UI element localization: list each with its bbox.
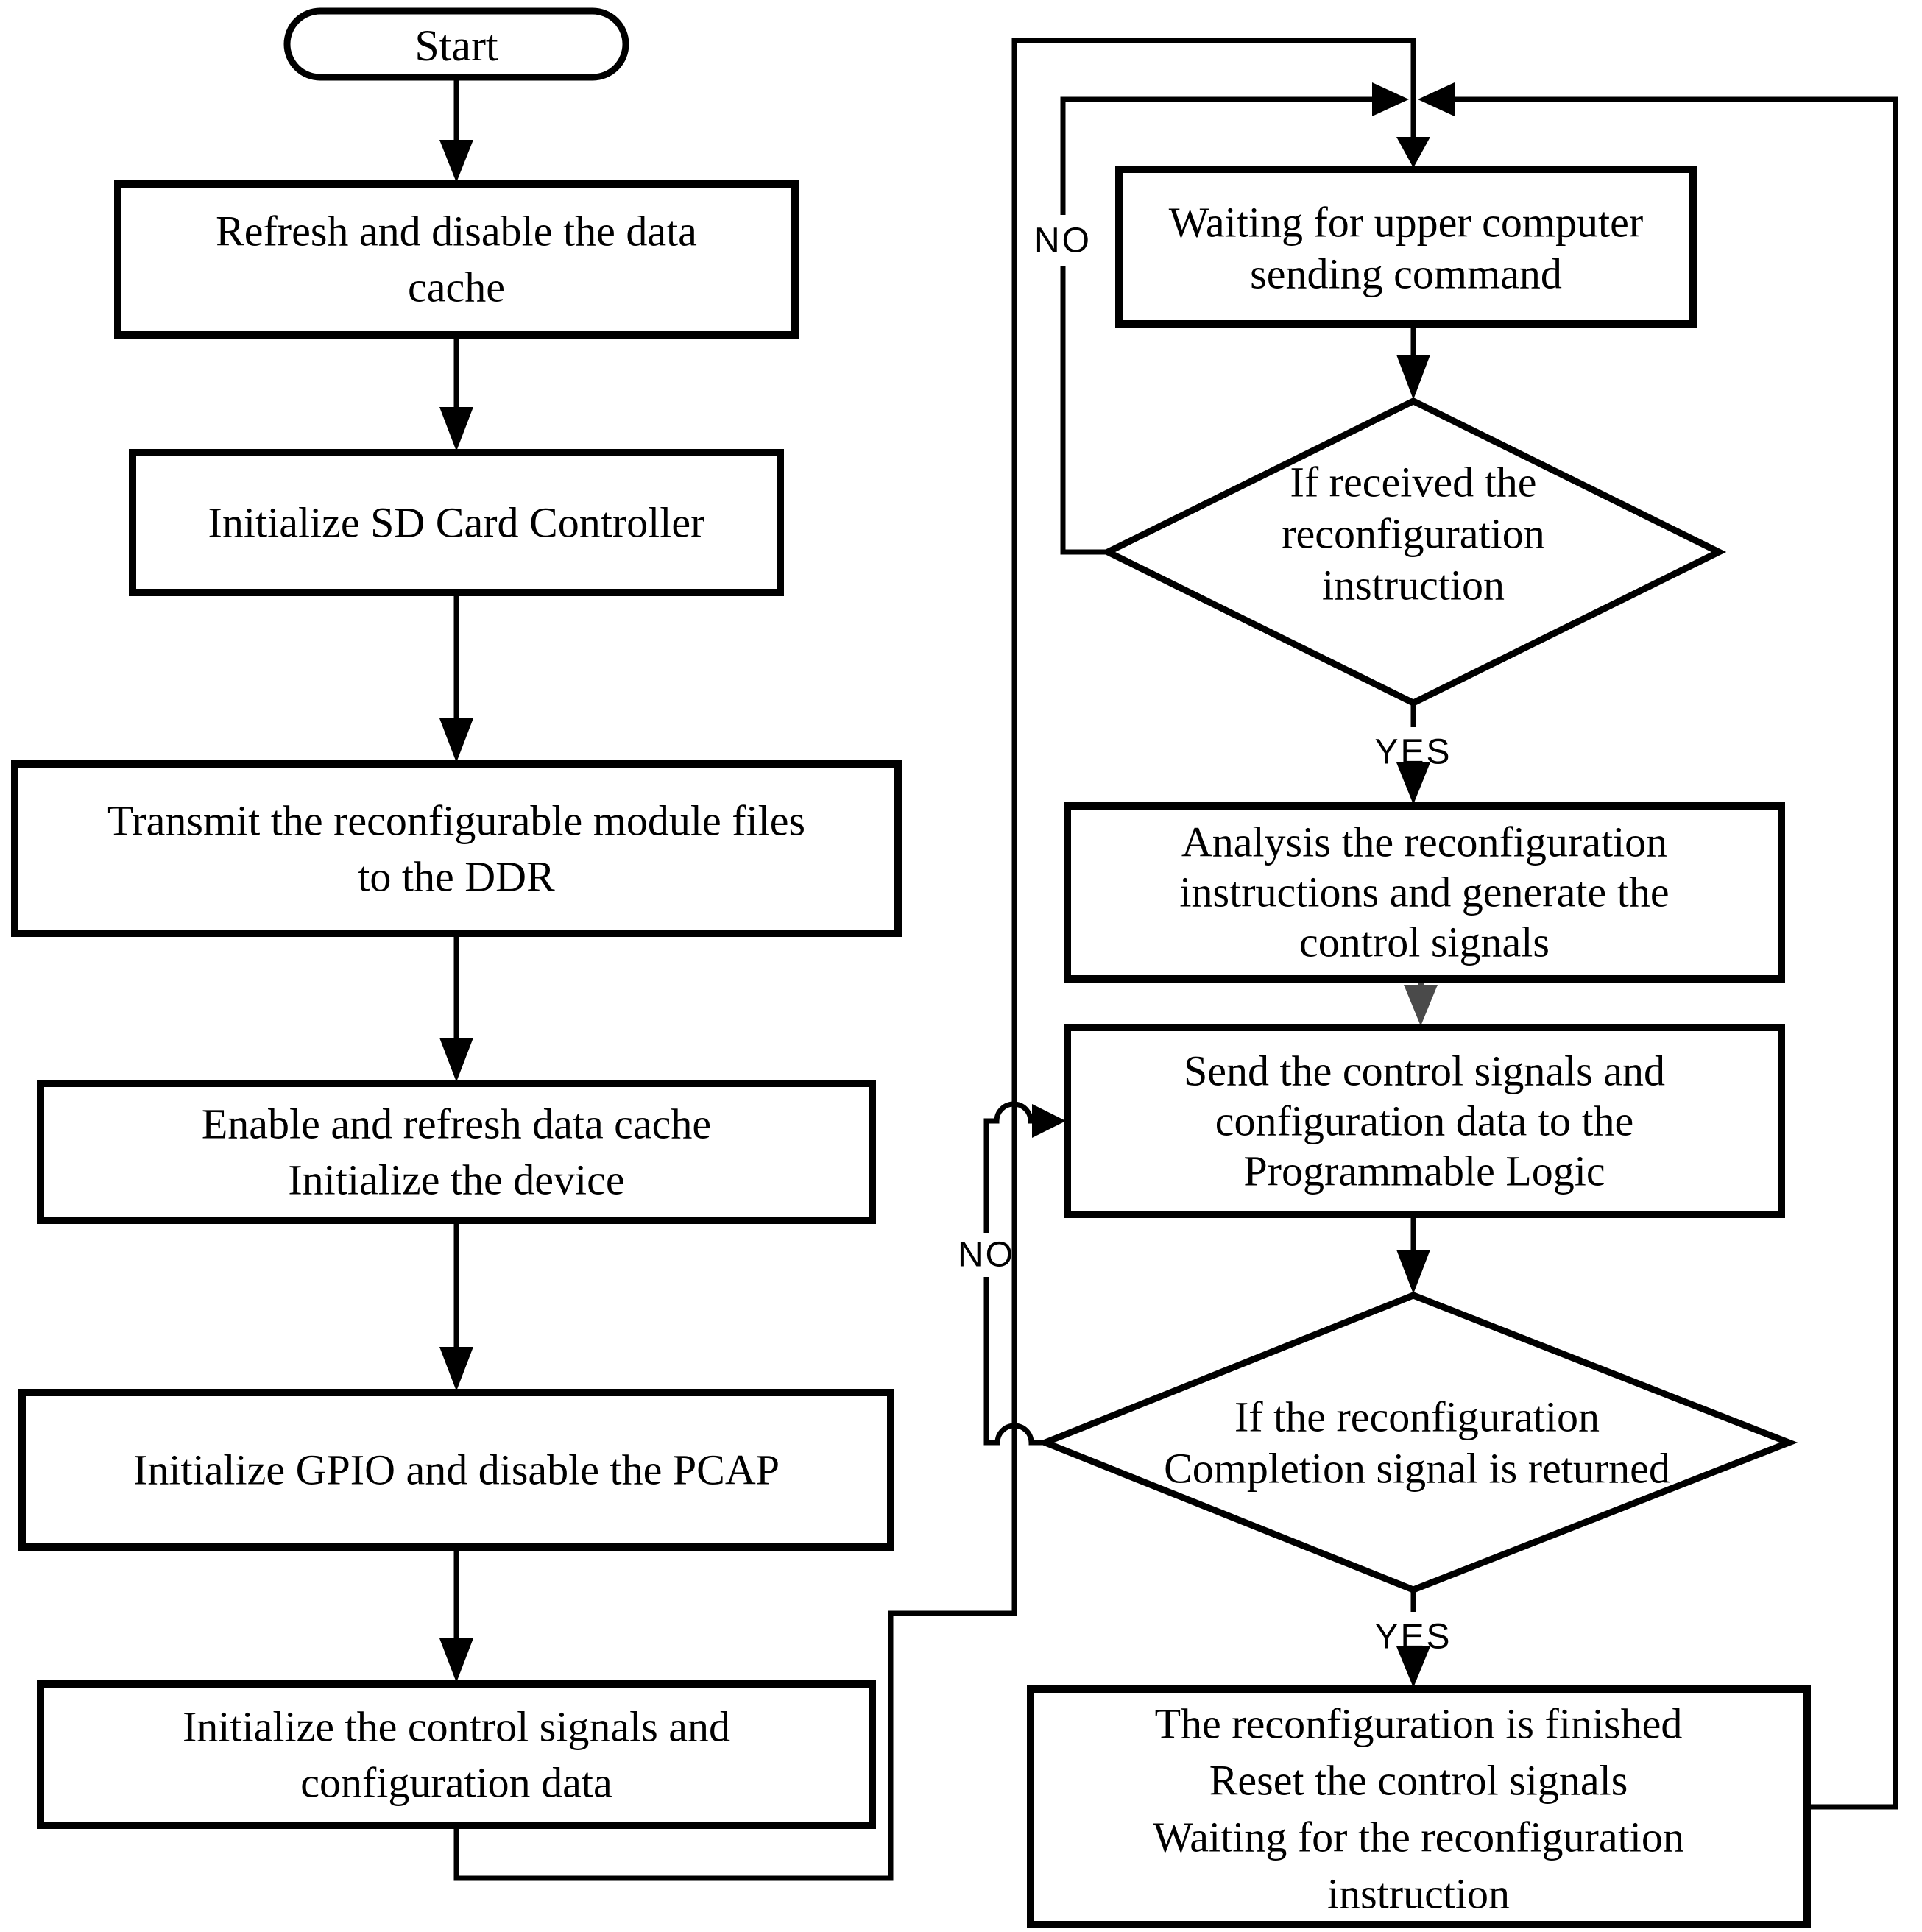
- node-label: Initialize the device: [288, 1156, 624, 1204]
- arrow-down-icon: [439, 140, 473, 183]
- node-label: sending command: [1250, 250, 1562, 298]
- edge-gpio-to-initsignals: [439, 1547, 473, 1682]
- no-label: NO: [958, 1236, 1015, 1275]
- node-label: Waiting for upper computer: [1169, 199, 1643, 247]
- arrow-left-icon: [1418, 82, 1455, 116]
- arrow-right-icon: [1372, 82, 1409, 116]
- edge-line: [1060, 266, 1108, 555]
- edge-no-loop-completion: NO: [958, 1101, 1066, 1446]
- node-label: Programmable Logic: [1243, 1147, 1605, 1195]
- edge-enable-to-gpio: [439, 1220, 473, 1391]
- edge-completion-to-finished: YES: [1374, 1590, 1450, 1688]
- node-label: control signals: [1299, 919, 1550, 966]
- edge-line: [983, 1101, 1034, 1233]
- arrow-down-icon: [1396, 355, 1430, 400]
- edge-send-to-completion: [1396, 1214, 1430, 1294]
- no-label: NO: [1034, 222, 1092, 261]
- arrow-down-icon: [1396, 1250, 1430, 1294]
- process-shape: [114, 180, 799, 339]
- arrow-down-icon: [439, 1638, 473, 1682]
- process-shape: [1027, 1685, 1811, 1928]
- process-shape: [37, 1680, 876, 1829]
- decision-shape: [1036, 1292, 1798, 1593]
- node-label: to the DDR: [358, 853, 555, 901]
- node-label: Analysis the reconfiguration: [1181, 818, 1667, 866]
- process-reconfiguration-finished: The reconfiguration is finished Reset th…: [1027, 1685, 1811, 1928]
- node-label: Initialize the control signals and: [183, 1703, 730, 1751]
- node-label: Transmit the reconfigurable module files: [107, 797, 805, 845]
- arrow-down-icon: [1396, 762, 1430, 804]
- edge-no-loop-received: NO: [1034, 82, 1409, 555]
- node-label: Enable and refresh data cache: [202, 1100, 711, 1148]
- edge-finished-to-waiting: [1418, 82, 1898, 1810]
- arrow-down-icon: [439, 1038, 473, 1082]
- decision-completion-returned: If the reconfiguration Completion signal…: [1036, 1292, 1798, 1593]
- node-label: If received the: [1290, 459, 1537, 506]
- node-label: Start: [414, 21, 498, 70]
- edge-analysis-to-send: [1404, 979, 1438, 1026]
- process-transmit-files: Transmit the reconfigurable module files…: [11, 760, 902, 937]
- process-shape: [1064, 1024, 1785, 1218]
- node-label: The reconfiguration is finished: [1155, 1700, 1683, 1748]
- process-init-sdcard: Initialize SD Card Controller: [129, 449, 784, 596]
- process-shape: [18, 1389, 894, 1551]
- node-label: reconfiguration: [1282, 510, 1545, 558]
- process-enable-cache: Enable and refresh data cache Initialize…: [37, 1080, 876, 1224]
- node-label: instruction: [1322, 562, 1505, 609]
- process-analysis-instructions: Analysis the reconfiguration instruction…: [1064, 802, 1785, 983]
- process-waiting-command: Waiting for upper computer sending comma…: [1115, 166, 1697, 328]
- node-label: Completion signal is returned: [1164, 1445, 1670, 1493]
- edge-refresh-to-sdcard: [439, 335, 473, 451]
- process-shape: [129, 449, 784, 596]
- edge-received-to-analysis: YES: [1374, 703, 1450, 804]
- arrow-down-icon: [1396, 137, 1430, 168]
- edge-line: [1060, 96, 1372, 215]
- node-label: configuration data: [300, 1759, 612, 1807]
- arrow-right-icon: [1032, 1104, 1066, 1138]
- edge-initsignals-to-waiting: [453, 38, 1430, 1881]
- arrow-down-icon: [439, 718, 473, 762]
- arrow-down-icon: [1396, 1646, 1430, 1688]
- decision-shape: [1100, 397, 1727, 707]
- arrow-down-icon: [1404, 985, 1438, 1026]
- process-send-signals: Send the control signals and configurati…: [1064, 1024, 1785, 1218]
- process-init-control-signals: Initialize the control signals and confi…: [37, 1680, 876, 1829]
- node-label: Waiting for the reconfiguration: [1153, 1814, 1684, 1861]
- node-label: If the reconfiguration: [1234, 1393, 1600, 1441]
- process-refresh-cache: Refresh and disable the data cache: [114, 180, 799, 339]
- node-label: cache: [408, 263, 505, 311]
- node-label: configuration data to the: [1215, 1097, 1634, 1145]
- decision-received-instruction: If received the reconfiguration instruct…: [1100, 397, 1727, 707]
- edge-line: [453, 38, 1416, 1881]
- node-label: instruction: [1327, 1870, 1510, 1918]
- arrow-down-icon: [439, 1347, 473, 1391]
- node-label: Initialize GPIO and disable the PCAP: [133, 1446, 780, 1494]
- edge-transmit-to-enable: [439, 933, 473, 1082]
- node-label: instructions and generate the: [1179, 868, 1669, 916]
- process-shape: [11, 760, 902, 937]
- node-label: Refresh and disable the data: [216, 208, 697, 255]
- edge-start-to-refresh: [439, 77, 473, 183]
- edge-sdcard-to-transmit: [439, 592, 473, 762]
- terminator-shape: [283, 7, 629, 81]
- process-shape: [1115, 166, 1697, 328]
- edge-line: [983, 1277, 1045, 1446]
- arrow-down-icon: [439, 407, 473, 451]
- start-terminator: Start: [283, 7, 629, 81]
- process-shape: [37, 1080, 876, 1224]
- process-init-gpio: Initialize GPIO and disable the PCAP: [18, 1389, 894, 1551]
- edge-line: [1455, 96, 1898, 1810]
- edge-waiting-to-received: [1396, 324, 1430, 400]
- node-label: Initialize SD Card Controller: [208, 499, 705, 547]
- node-label: Reset the control signals: [1209, 1757, 1628, 1805]
- node-label: Send the control signals and: [1184, 1047, 1665, 1095]
- process-shape: [1064, 802, 1785, 983]
